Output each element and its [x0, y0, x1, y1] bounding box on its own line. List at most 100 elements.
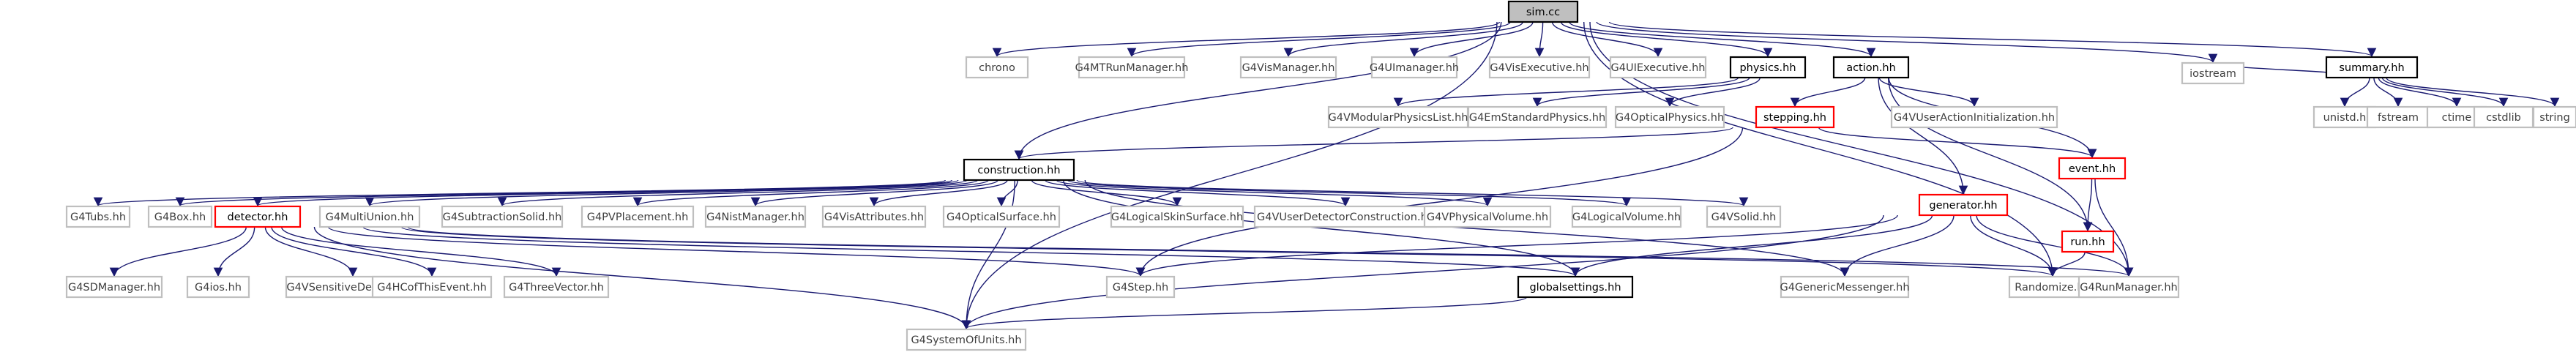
edge-action-to-run — [1887, 77, 2093, 232]
node-label-g4vuseraction: G4VUserActionInitialization.hh — [1894, 112, 2055, 124]
node-g4vismanager[interactable]: G4VisManager.hh — [1239, 56, 1337, 79]
edge-generator-to-globalsettings — [1570, 214, 1933, 277]
node-g4genericmessenger[interactable]: G4GenericMessenger.hh — [1780, 275, 1910, 299]
node-box-g4vsolid — [1706, 205, 1782, 228]
node-globalsettings[interactable]: globalsettings.hh — [1517, 275, 1634, 299]
node-label-detector: detector.hh — [228, 212, 288, 223]
edge-generator-to-randomize — [1970, 214, 2058, 277]
edge-physics-to-g4vmodular — [1393, 77, 1739, 108]
edge-detector-to-globalsettings — [362, 226, 1580, 277]
node-label-g4uimanager: G4UImanager.hh — [1370, 62, 1459, 74]
node-box-g4tubs — [65, 205, 131, 228]
node-g4logicalvolume[interactable]: G4LogicalVolume.hh — [1571, 205, 1682, 228]
edge-summary-to-fstream — [2373, 77, 2403, 108]
node-box-g4runmanager — [2077, 275, 2180, 299]
node-action[interactable]: action.hh — [1832, 56, 1910, 79]
node-g4threevector[interactable]: G4ThreeVector.hh — [503, 275, 610, 299]
node-string[interactable]: string — [2532, 105, 2576, 129]
node-g4vphysicalvolume[interactable]: G4VPhysicalVolume.hh — [1423, 205, 1552, 228]
node-g4uimanager[interactable]: G4UImanager.hh — [1370, 56, 1459, 79]
node-label-ctime: ctime — [2442, 112, 2472, 124]
node-g4sdmanager[interactable]: G4SDManager.hh — [65, 275, 163, 299]
node-chrono[interactable]: chrono — [965, 56, 1029, 79]
node-g4optical[interactable]: G4OpticalPhysics.hh — [1614, 105, 1725, 129]
node-g4step[interactable]: G4Step.hh — [1105, 275, 1176, 299]
node-g4mtrunmanager[interactable]: G4MTRunManager.hh — [1075, 56, 1189, 79]
node-g4subtraction[interactable]: G4SubtractionSolid.hh — [441, 205, 564, 228]
edge-construction-to-g4vuserdetector — [1044, 179, 1351, 207]
node-g4box[interactable]: G4Box.hh — [147, 205, 213, 228]
node-g4runmanager[interactable]: G4RunManager.hh — [2077, 275, 2180, 299]
node-cstdlib[interactable]: cstdlib — [2473, 105, 2534, 129]
node-label-g4uiexecutive: G4UIExecutive.hh — [1611, 62, 1706, 74]
node-g4vmodular[interactable]: G4VModularPhysicsList.hh — [1327, 105, 1469, 129]
node-g4vuserdetector[interactable]: G4VUserDetectorConstruction.hh — [1253, 205, 1438, 228]
node-detector[interactable]: detector.hh — [214, 205, 302, 228]
node-g4logicalskin[interactable]: G4LogicalSkinSurface.hh — [1110, 205, 1244, 228]
edge-root-to-g4uiexecutive — [1551, 21, 1663, 58]
node-label-g4logicalskin: G4LogicalSkinSurface.hh — [1111, 212, 1243, 223]
node-label-globalsettings: globalsettings.hh — [1529, 282, 1621, 294]
node-label-g4genericmessenger: G4GenericMessenger.hh — [1780, 282, 1909, 294]
node-box-g4optical — [1614, 105, 1725, 129]
node-construction[interactable]: construction.hh — [963, 158, 1075, 182]
node-root[interactable]: sim.cc — [1507, 0, 1579, 23]
node-event[interactable]: event.hh — [2058, 157, 2127, 180]
node-label-root: sim.cc — [1526, 7, 1560, 18]
edge-stepping-to-event — [1818, 127, 2097, 159]
node-g4tubs[interactable]: G4Tubs.hh — [65, 205, 131, 228]
edge-root-to-g4mtrunmanager — [1127, 21, 1511, 58]
node-g4visexecutive[interactable]: G4VisExecutive.hh — [1488, 56, 1591, 79]
node-box-g4nistmanager — [704, 205, 807, 228]
node-label-construction: construction.hh — [977, 165, 1060, 176]
node-g4nistmanager[interactable]: G4NistManager.hh — [704, 205, 807, 228]
node-label-g4visattributes: G4VisAttributes.hh — [824, 212, 924, 223]
edge-construction-to-g4logicalvolume — [1067, 179, 1631, 207]
node-label-g4emstandard: G4EmStandardPhysics.hh — [1469, 112, 1605, 124]
node-label-g4systemofunits: G4SystemOfUnits.hh — [911, 335, 1021, 346]
node-g4visattributes[interactable]: G4VisAttributes.hh — [821, 205, 927, 228]
edge-detector-to-g4vsensitive — [264, 226, 358, 277]
edge-event-to-g4runmanager — [2094, 178, 2134, 277]
node-g4multiunion[interactable]: G4MultiUnion.hh — [318, 205, 421, 228]
node-box-construction — [963, 158, 1075, 182]
node-label-g4box: G4Box.hh — [154, 212, 206, 223]
node-label-fstream: fstream — [2378, 112, 2419, 124]
node-physics[interactable]: physics.hh — [1729, 56, 1807, 79]
node-box-globalsettings — [1517, 275, 1634, 299]
node-summary[interactable]: summary.hh — [2325, 56, 2419, 79]
node-g4vsolid[interactable]: G4VSolid.hh — [1706, 205, 1782, 228]
node-g4vuseraction[interactable]: G4VUserActionInitialization.hh — [1890, 105, 2058, 129]
node-g4systemofunits[interactable]: G4SystemOfUnits.hh — [906, 328, 1027, 351]
node-unistd[interactable]: unistd.h — [2312, 105, 2377, 129]
node-run[interactable]: run.hh — [2061, 230, 2115, 253]
node-g4uiexecutive[interactable]: G4UIExecutive.hh — [1609, 56, 1707, 79]
edge-root-to-g4visexecutive — [1534, 21, 1545, 58]
node-fstream[interactable]: fstream — [2366, 105, 2430, 129]
node-generator[interactable]: generator.hh — [1918, 193, 2009, 217]
edge-physics-to-g4emstandard — [1532, 77, 1750, 108]
node-box-g4vismanager — [1239, 56, 1337, 79]
node-label-g4vuserdetector: G4VUserDetectorConstruction.hh — [1257, 212, 1434, 223]
node-label-g4sdmanager: G4SDManager.hh — [68, 282, 160, 294]
edge-detector-to-g4step — [327, 226, 1145, 277]
node-iostream[interactable]: iostream — [2181, 61, 2245, 85]
node-box-g4opticalsurface — [942, 205, 1061, 228]
node-box-event — [2058, 157, 2127, 180]
edge-action-to-stepping — [1790, 77, 1866, 108]
edge-summary-to-string — [2386, 77, 2560, 108]
edge-root-to-g4vismanager — [1283, 21, 1523, 58]
node-g4pvplacement[interactable]: G4PVPlacement.hh — [580, 205, 695, 228]
node-g4ios[interactable]: G4ios.hh — [186, 275, 250, 299]
node-stepping[interactable]: stepping.hh — [1755, 105, 1835, 129]
edge-construction-to-g4pvplacement — [633, 179, 990, 207]
node-g4hcofthisevent[interactable]: G4HCofThisEvent.hh — [371, 275, 493, 299]
edge-construction-to-g4nistmanager — [750, 179, 998, 207]
node-label-g4opticalsurface: G4OpticalSurface.hh — [947, 212, 1056, 223]
node-g4emstandard[interactable]: G4EmStandardPhysics.hh — [1467, 105, 1608, 129]
edge-root-to-iostream — [1596, 21, 2217, 64]
node-box-g4mtrunmanager — [1078, 56, 1186, 79]
node-g4opticalsurface[interactable]: G4OpticalSurface.hh — [942, 205, 1061, 228]
edge-construction-to-g4vphysicalvolume — [1056, 179, 1492, 207]
